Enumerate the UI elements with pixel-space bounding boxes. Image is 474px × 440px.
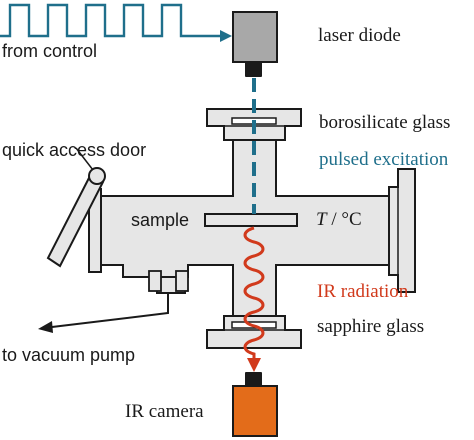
ir-camera-lens	[245, 372, 262, 386]
sapphire-glass-label: sapphire glass	[317, 316, 425, 337]
bottom-flange	[206, 315, 302, 349]
temperature-symbol: T	[316, 209, 327, 230]
ir-radiation-label: IR radiation	[317, 281, 409, 302]
laser-diode-body	[232, 11, 278, 63]
sample-plate	[204, 213, 298, 227]
right-flange	[388, 168, 416, 293]
ir-camera-label: IR camera	[125, 401, 204, 422]
ir-radiation-wave	[243, 226, 265, 360]
pump-line	[51, 293, 169, 328]
control-signal-arrowhead	[220, 30, 232, 42]
temperature-label: T / °C	[316, 210, 362, 229]
laser-diode-label: laser diode	[318, 25, 401, 46]
to-vacuum-pump-label: to vacuum pump	[2, 345, 136, 365]
from-control-label: from control	[2, 41, 98, 61]
pump-flange-left	[148, 270, 162, 292]
quick-access-door-leader	[75, 147, 94, 171]
laser-diode-lens	[245, 62, 262, 77]
pump-arrowhead	[38, 321, 53, 333]
pulsed-excitation-label: pulsed excitation	[319, 149, 449, 170]
temperature-unit: / °C	[326, 209, 362, 230]
ir-radiation-arrowhead	[247, 358, 261, 372]
pump-flange-right	[175, 270, 189, 292]
quick-access-door-label: quick access door	[2, 140, 147, 160]
sample-label: sample	[131, 210, 190, 230]
door-hinge	[88, 167, 106, 185]
control-pulse-signal	[0, 3, 226, 38]
ir-camera-body	[232, 385, 278, 437]
borosilicate-glass-label: borosilicate glass	[319, 112, 451, 133]
